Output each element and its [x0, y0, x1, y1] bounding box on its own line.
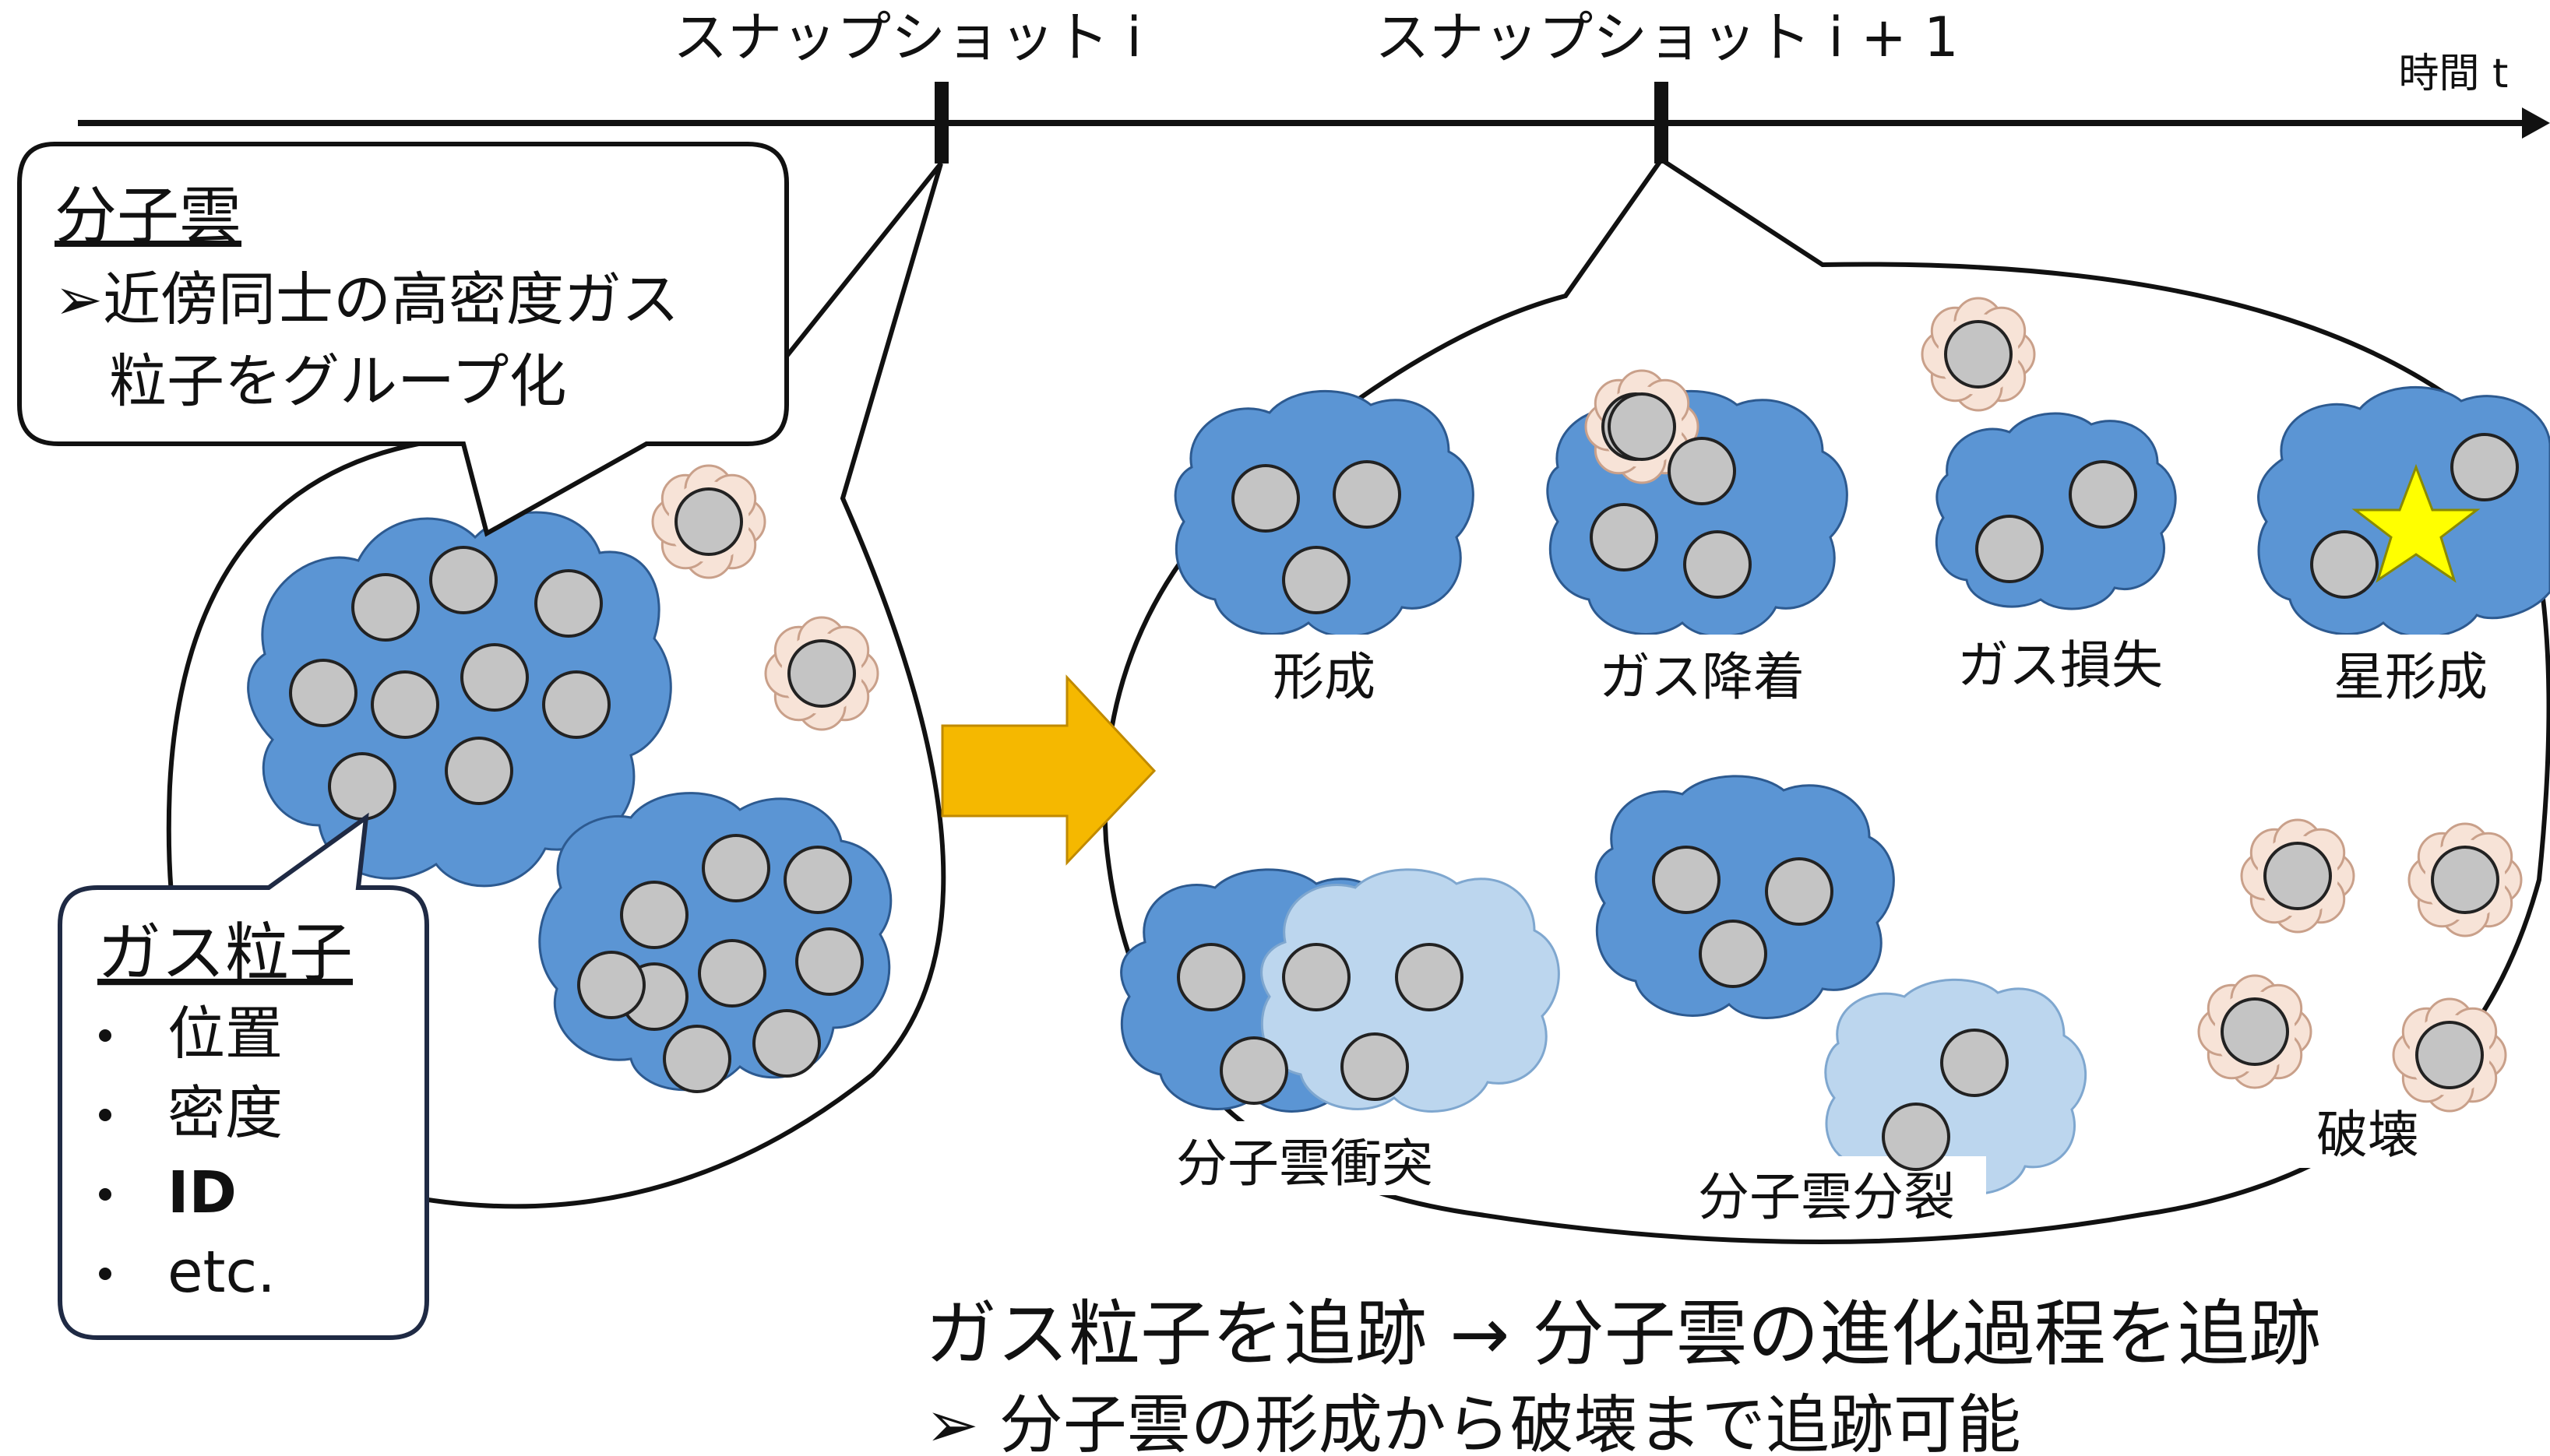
gas-particle	[429, 546, 498, 614]
conclusion-main: ガス粒子を追跡 → 分子雲の進化過程を追跡	[925, 1292, 2321, 1376]
gas-particle	[2310, 530, 2379, 599]
bullet-icon	[99, 1109, 111, 1121]
gas-particle	[460, 643, 529, 712]
gas-particle	[752, 1009, 821, 1078]
callout-cloud-line2: 粒子をグループ化	[109, 348, 567, 415]
gas-particle	[784, 846, 852, 914]
gas-particle	[795, 927, 864, 996]
gas-particle	[2263, 842, 2332, 910]
callout-cloud-title: 分子雲	[55, 180, 241, 252]
label-gas-loss: ガス損失	[1957, 635, 2163, 695]
gas-particle	[1668, 437, 1736, 505]
label-star-formation: 星形成	[2333, 647, 2488, 707]
label-snapshot-i: スナップショット i	[673, 5, 1142, 69]
molecular-cloud-split-a	[1594, 775, 1895, 1019]
axis-arrowhead-icon	[2522, 107, 2550, 139]
star-icon	[2351, 463, 2481, 583]
gas-particle	[620, 881, 689, 949]
tick-snapshot-i	[935, 82, 949, 164]
gas-particle	[1333, 460, 1401, 529]
callout-molecular-cloud: 分子雲 ➢近傍同士の高密度ガス 粒子をグループ化	[17, 142, 789, 537]
gas-particle	[534, 569, 603, 638]
bullet-icon	[99, 1029, 111, 1042]
gas-particle	[2069, 460, 2137, 529]
transition-arrow-icon	[941, 674, 1157, 866]
gas-particle	[702, 834, 770, 902]
gas-particle	[351, 573, 420, 642]
bullet-icon	[99, 1268, 111, 1280]
molecular-cloud-loss	[1935, 412, 2177, 610]
label-split: 分子雲分裂	[1698, 1167, 1955, 1227]
bullet-icon	[99, 1188, 111, 1201]
gas-particle	[1944, 320, 2013, 389]
label-accretion: ガス降着	[1599, 647, 1805, 707]
time-axis: スナップショット i スナップショット i + 1 時間 t	[78, 5, 2550, 164]
gas-particle	[1590, 503, 1658, 571]
gas-particle	[328, 752, 396, 821]
gas-particle	[2431, 846, 2499, 914]
gas-particle	[1282, 943, 1351, 1011]
gas-particle	[1231, 464, 1300, 533]
gas-particle	[1220, 1036, 1288, 1105]
gas-particle	[2415, 1021, 2484, 1089]
gas-particle	[1395, 943, 1463, 1011]
gas-particle	[1975, 515, 2044, 583]
particle-attr-position: 位置	[167, 1001, 283, 1067]
gas-particle	[698, 939, 766, 1008]
gas-particle	[2450, 433, 2519, 501]
gas-particle	[1699, 920, 1767, 988]
particle-attr-density: 密度	[167, 1080, 283, 1147]
gas-particle	[1340, 1032, 1409, 1101]
gas-particle	[289, 659, 357, 727]
tick-snapshot-i1	[1654, 82, 1668, 164]
particle-attr-id: ID	[167, 1159, 237, 1226]
gas-particle	[663, 1025, 731, 1093]
conclusion-sub: ➢ 分子雲の形成から破壊まで追跡可能	[925, 1388, 2021, 1456]
molecular-cloud-formation	[1174, 389, 1474, 638]
gas-particle	[1765, 857, 1833, 926]
label-formation: 形成	[1273, 647, 1375, 707]
gas-particle	[1177, 943, 1245, 1011]
gas-particle	[542, 670, 611, 739]
gas-particle	[1882, 1103, 1950, 1171]
label-collision: 分子雲衝突	[1176, 1134, 1433, 1194]
callout-cloud-line1: ➢近傍同士の高密度ガス	[55, 266, 679, 333]
label-snapshot-i1: スナップショット i + 1	[1375, 5, 1958, 69]
gas-particle	[577, 951, 646, 1019]
gas-particle	[1940, 1029, 2009, 1097]
gas-particle	[674, 487, 743, 556]
gas-particle	[1608, 392, 1676, 461]
gas-particle	[371, 670, 439, 739]
particle-attr-etc: etc.	[167, 1239, 276, 1306]
label-time-axis: 時間 t	[2399, 51, 2509, 97]
callout-particle-title: ガス粒子	[97, 916, 353, 990]
callout-gas-particle: ガス粒子 位置 密度 ID etc.	[58, 812, 429, 1340]
gas-particle	[445, 737, 513, 805]
label-destruction: 破壊	[2316, 1105, 2419, 1165]
gas-particle	[1683, 530, 1752, 599]
gas-particle	[1282, 546, 1351, 614]
gas-particle	[2221, 997, 2289, 1066]
gas-particle	[1652, 846, 1721, 914]
gas-particle	[787, 639, 856, 708]
